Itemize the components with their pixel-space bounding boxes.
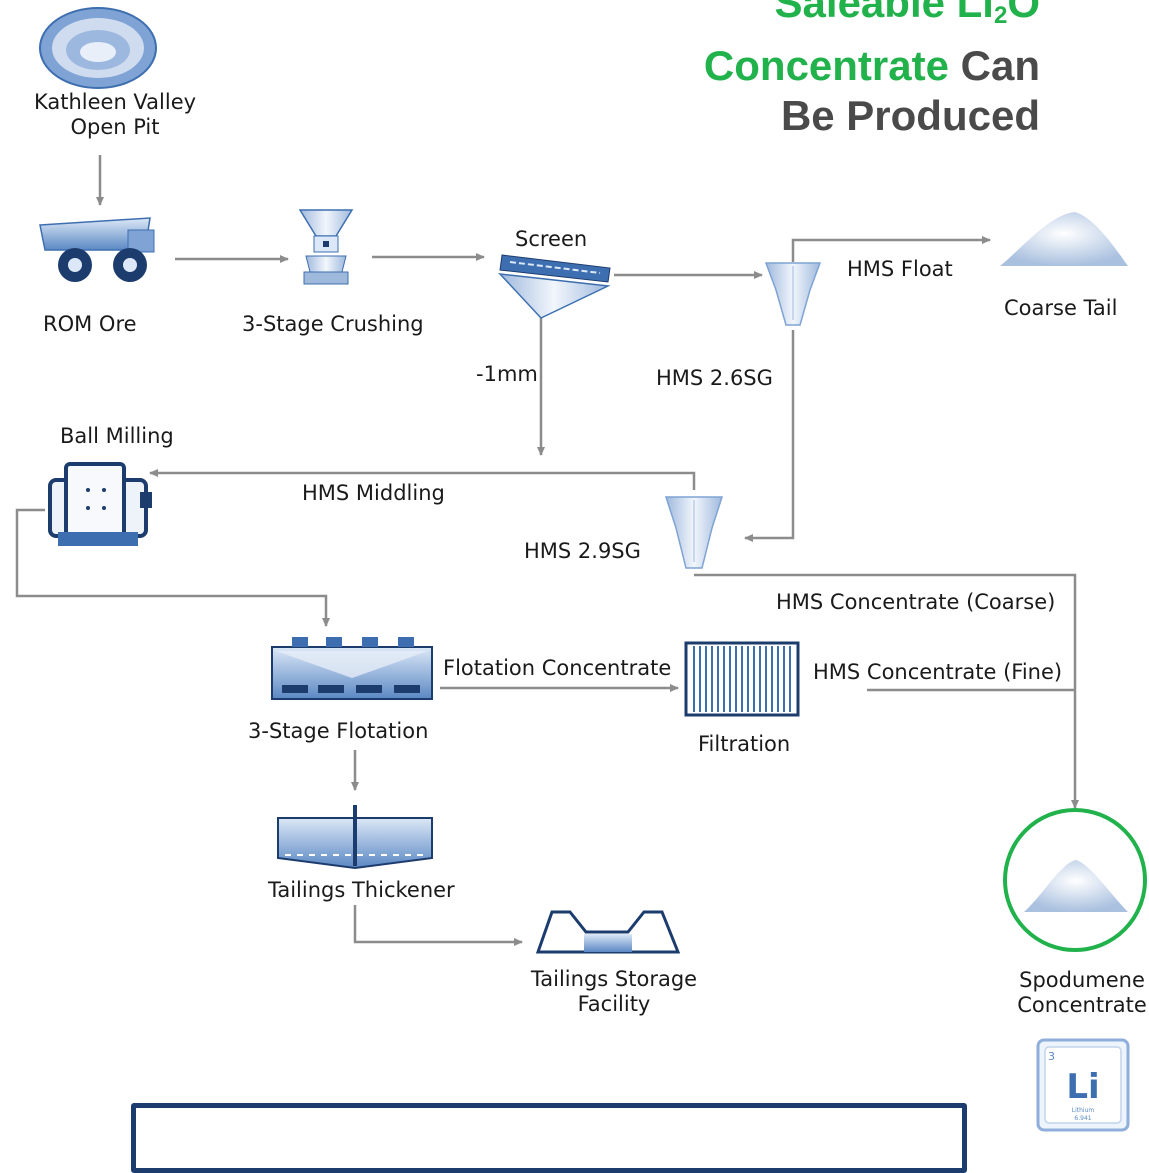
tailings-thickener-icon: [277, 805, 433, 870]
open-pit-icon: [39, 7, 157, 89]
label-hms-conc-coarse: HMS Concentrate (Coarse): [776, 590, 1056, 614]
label-hms-29: HMS 2.9SG: [524, 539, 641, 563]
element-name: Lithium: [1072, 1107, 1095, 1114]
label-flotation-conc: Flotation Concentrate: [443, 656, 672, 680]
label-crushing: 3-Stage Crushing: [242, 312, 424, 336]
label-hms-26: HMS 2.6SG: [656, 366, 773, 390]
hms-29-cyclone-icon: [664, 496, 724, 569]
element-mass: 6.941: [1074, 1115, 1091, 1122]
label-screen: Screen: [515, 227, 588, 251]
ball-mill-icon: [48, 462, 152, 546]
label-flotation: 3-Stage Flotation: [248, 719, 429, 743]
bottom-info-box: [131, 1103, 967, 1173]
label-hms-float: HMS Float: [847, 257, 953, 281]
page-title: Saleable Li2O Concentrate Can Be Produce…: [590, 0, 1040, 141]
hms-26-cyclone-icon: [764, 262, 822, 326]
coarse-tail-pile-icon: [1000, 212, 1128, 266]
label-minus-1mm: -1mm: [476, 362, 538, 386]
flow-lines: [15, 155, 1079, 946]
label-filtration: Filtration: [698, 732, 791, 756]
label-coarse-tail: Coarse Tail: [1004, 296, 1118, 320]
title-grey-1: Can: [948, 42, 1040, 89]
element-number: 3: [1048, 1050, 1055, 1063]
label-hms-middling: HMS Middling: [302, 481, 445, 505]
crusher-icon: [298, 209, 354, 285]
element-symbol: Li: [1066, 1067, 1099, 1107]
flow-diagram: [15, 7, 1147, 954]
tailings-storage-icon: [535, 910, 681, 954]
label-ball-milling: Ball Milling: [60, 424, 174, 448]
label-rom-ore: ROM Ore: [43, 312, 137, 336]
haul-truck-icon: [39, 217, 155, 282]
title-grey-2: Be Produced: [780, 92, 1040, 139]
title-green: Saleable Li2O Concentrate: [703, 0, 1040, 89]
screen-icon: [498, 254, 611, 319]
label-tailings-thickener: Tailings Thickener: [268, 878, 455, 902]
filter-press-icon: [684, 641, 800, 717]
lithium-element-tile: 3 Li Lithium 6.941: [1036, 1038, 1130, 1132]
spodumene-concentrate-icon: [1003, 808, 1147, 952]
label-hms-conc-fine: HMS Concentrate (Fine): [813, 660, 1063, 684]
flotation-cells-icon: [271, 637, 433, 700]
